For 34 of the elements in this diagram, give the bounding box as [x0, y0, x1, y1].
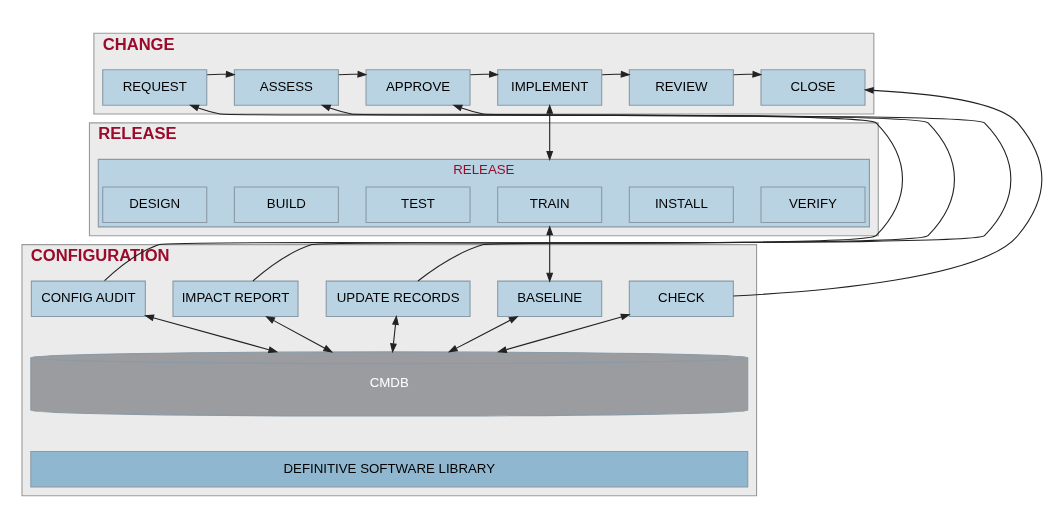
node-box: TRAIN: [497, 186, 603, 223]
arrow: [265, 315, 334, 353]
arrow: [732, 86, 1043, 297]
arrow: [601, 70, 631, 78]
arrow: [447, 315, 519, 353]
node-box: REVIEW: [628, 69, 734, 106]
arrow: [496, 313, 631, 353]
arrow: [546, 103, 554, 162]
node-box: TEST: [365, 186, 471, 223]
node-box: UPDATE RECORDS: [325, 280, 471, 318]
node-box: CONFIG AUDIT: [30, 280, 146, 318]
node-box: CLOSE: [760, 69, 866, 106]
node-box: DESIGN: [102, 186, 208, 223]
arrow: [144, 314, 279, 353]
node-box: IMPLEMENT: [497, 69, 603, 106]
arrow: [206, 70, 236, 78]
arrow: [252, 104, 955, 282]
arrow: [733, 70, 763, 78]
arrow: [104, 104, 904, 282]
arrow: [546, 225, 554, 283]
node-box: IMPACT REPORT: [172, 280, 299, 318]
node-box: BUILD: [233, 186, 339, 223]
node-box: INSTALL: [628, 186, 734, 223]
node-box: REQUEST: [102, 69, 208, 106]
arrow: [390, 315, 399, 354]
node-box: DEFINITIVE SOFTWARE LIBRARY: [30, 450, 749, 488]
arrow: [417, 104, 1012, 282]
node-box: CHECK: [628, 280, 734, 318]
node-box: APPROVE: [365, 69, 471, 106]
arrow: [338, 70, 368, 78]
node-box: BASELINE: [497, 280, 603, 318]
arrow: [469, 70, 500, 78]
node-box: VERIFY: [760, 186, 866, 223]
node-box: ASSESS: [233, 69, 339, 106]
